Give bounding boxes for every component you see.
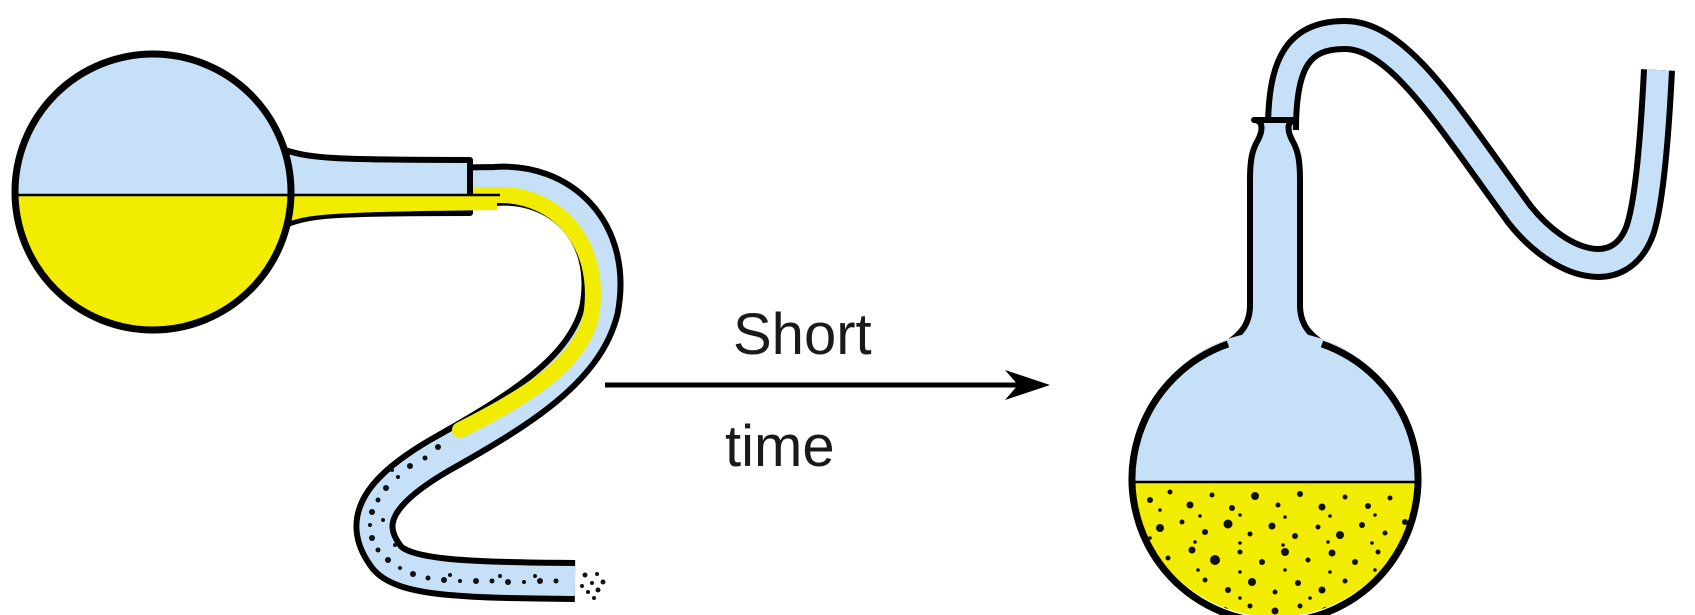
left-flask-bulb (11, 50, 295, 334)
right-neck (1222, 117, 1328, 348)
arrow-head-icon (1005, 370, 1050, 400)
left-tube-broth (292, 186, 601, 438)
tilted-flask (11, 50, 624, 602)
time-arrow (605, 370, 1050, 400)
arrow-label-short: Short (733, 302, 872, 367)
left-airborne-dust (580, 572, 606, 600)
left-neck-broth (288, 193, 497, 222)
left-tube-air (299, 169, 618, 596)
right-flask-bulb (1128, 340, 1422, 615)
arrow-label-time: time (725, 414, 835, 479)
right-tube-air (1271, 24, 1669, 274)
left-tube-dust (368, 444, 559, 585)
upright-flask (1128, 18, 1675, 615)
